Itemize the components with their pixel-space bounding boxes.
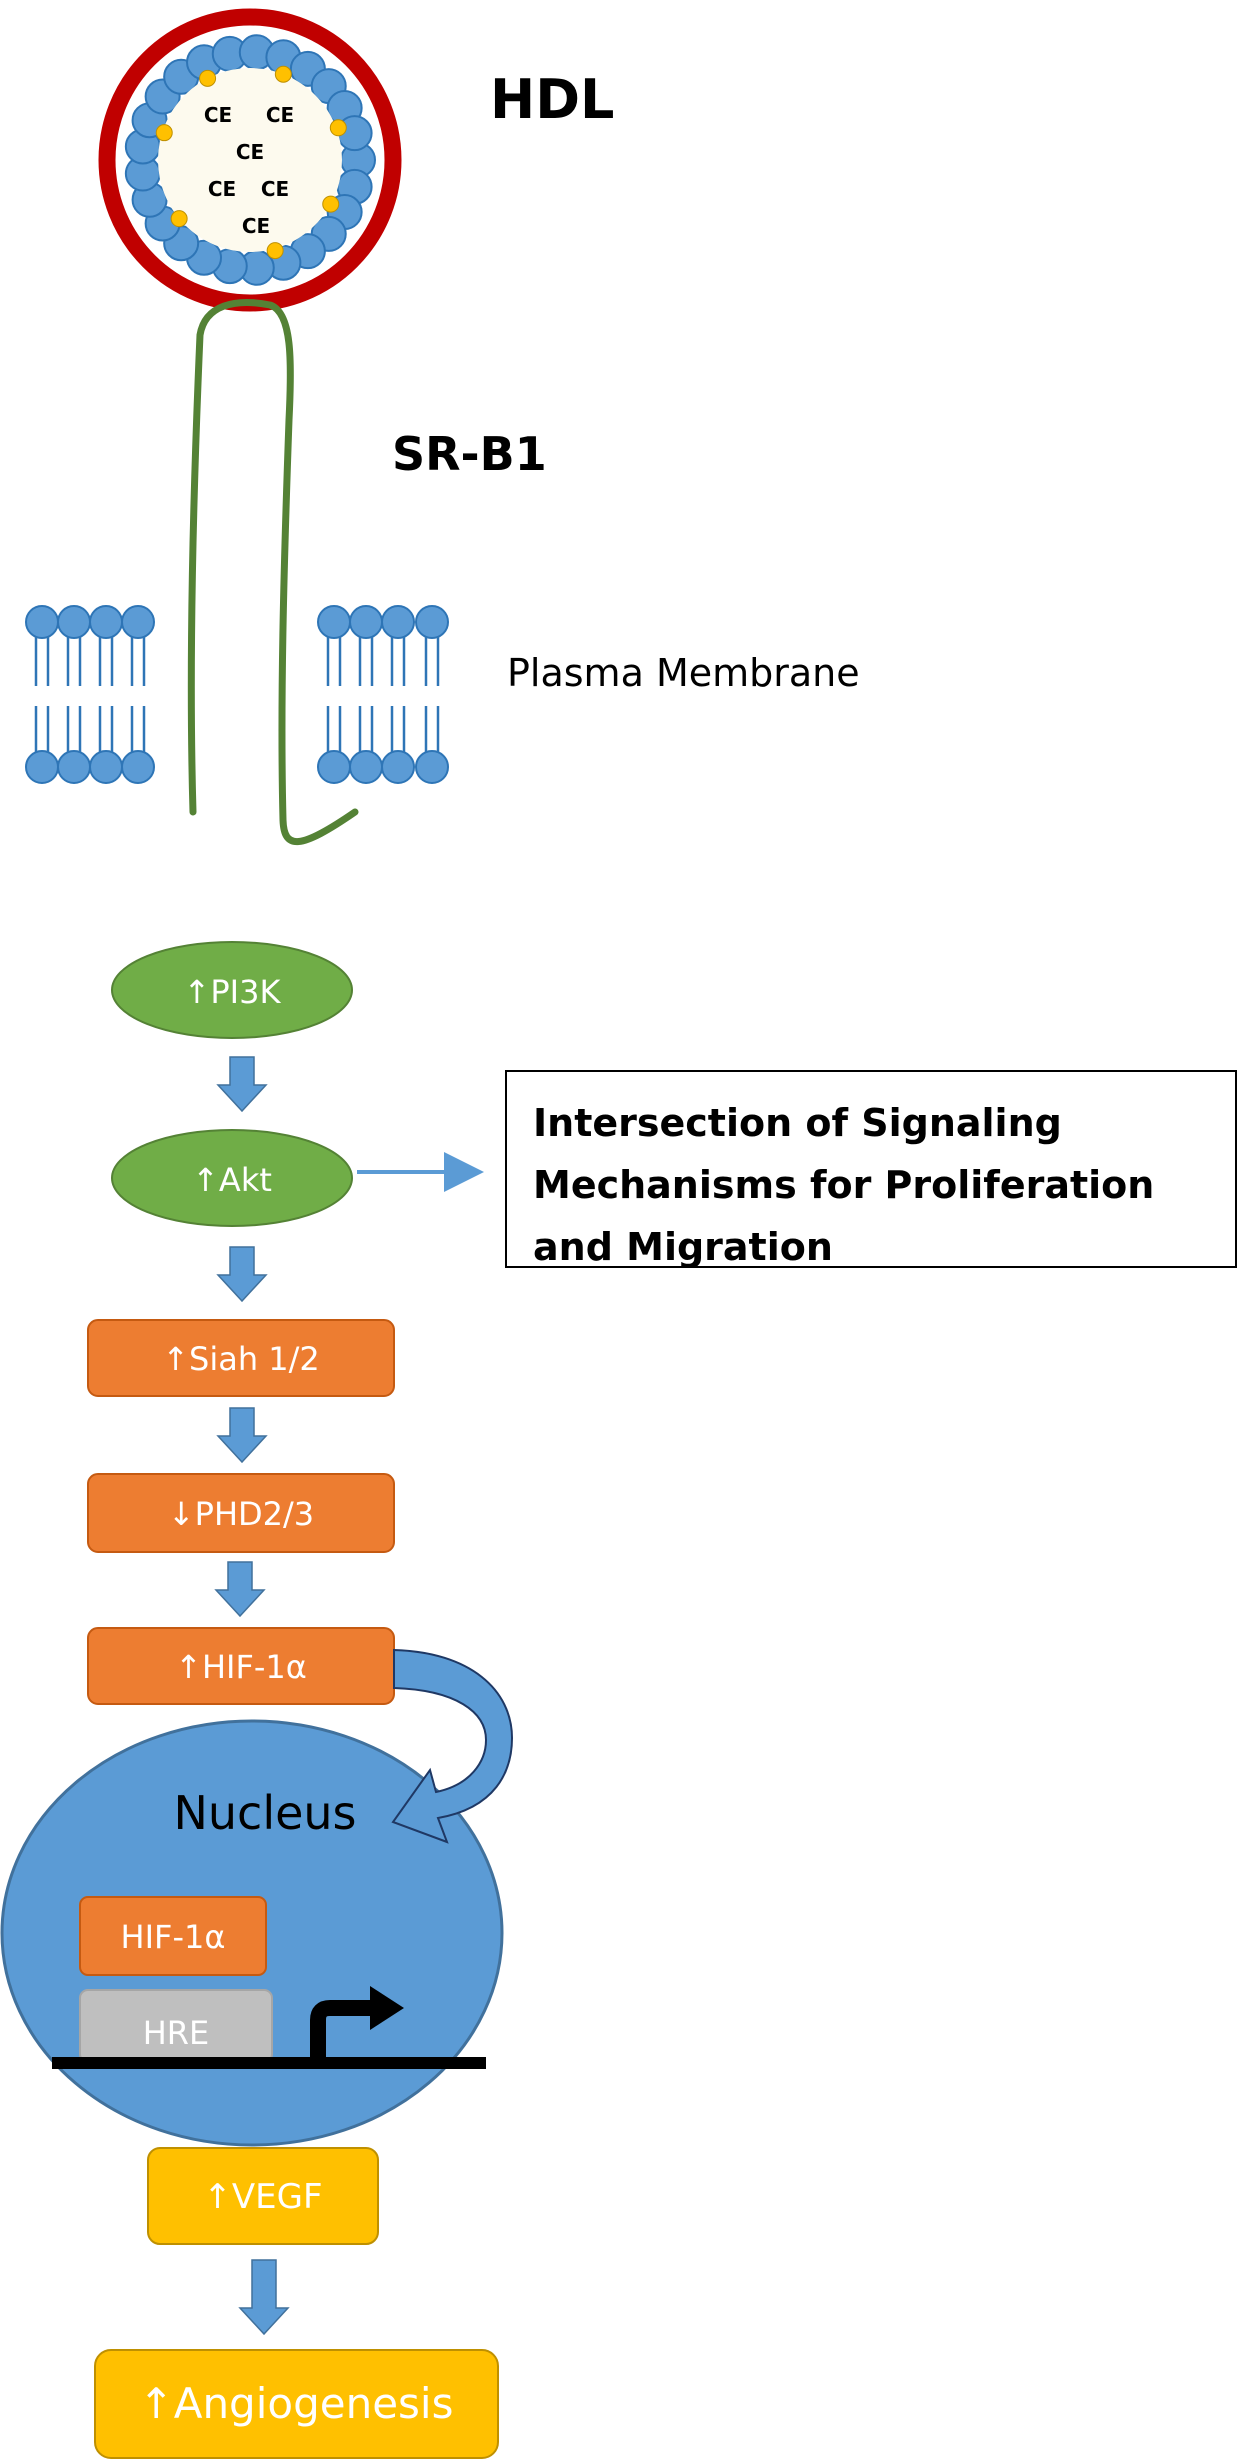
callout-text: Intersection of Signaling Mechanisms for… (533, 1101, 1155, 1268)
hdl-particle: CE CE CE CE CE CE (98, 8, 402, 312)
cholesterol-dot (155, 124, 173, 142)
cholesterol-dot (322, 195, 340, 213)
transcription-arrowhead (370, 1986, 404, 2030)
transcription-start-arrow (310, 2000, 372, 2062)
plasma-membrane-label: Plasma Membrane (507, 651, 860, 695)
down-arrow (214, 1561, 266, 1618)
phd-label: ↓PHD2/3 (168, 1495, 314, 1533)
hdl-title: HDL (490, 68, 614, 131)
lipid-head (349, 605, 383, 639)
ce-label: CE (204, 103, 232, 127)
lipid-head (317, 750, 351, 784)
hre-label: HRE (143, 2014, 210, 2052)
cholesterol-dots (155, 65, 347, 260)
cholesterol-dot (274, 65, 292, 83)
lipid-head (89, 605, 123, 639)
srb1-title: SR-B1 (392, 427, 547, 481)
cholesterol-dot (170, 210, 188, 228)
ce-label: CE (208, 177, 236, 201)
hif-nuclear-label: HIF-1α (121, 1918, 226, 1956)
pi3k-label: ↑PI3K (184, 973, 282, 1011)
cholesterol-dot (266, 242, 284, 260)
lipid-head (89, 750, 123, 784)
lipid-head (25, 605, 59, 639)
angiogenesis-label: ↑Angiogenesis (139, 2379, 454, 2428)
lipid-head (121, 750, 155, 784)
akt-node (111, 1129, 353, 1227)
siah-node (87, 1319, 395, 1397)
angiogenesis-node (94, 2349, 499, 2459)
down-arrow (216, 1246, 268, 1303)
ce-label: CE (266, 103, 294, 127)
down-arrow (216, 1407, 268, 1464)
lipid-bilayer-left (25, 605, 155, 784)
ce-label: CE (236, 140, 264, 164)
ce-label: CE (261, 177, 289, 201)
nucleus-label: Nucleus (173, 1786, 356, 1840)
ce-label: CE (242, 214, 270, 238)
hif-nuclear-node (79, 1896, 267, 1976)
lipid-head (317, 605, 351, 639)
lipid-head (57, 605, 91, 639)
lipid-head (381, 605, 415, 639)
akt-label: ↑Akt (192, 1161, 272, 1199)
down-arrow (238, 2259, 290, 2336)
lipid-head (381, 750, 415, 784)
cholesterol-dot (199, 69, 217, 87)
nuclear-import-arrow (391, 1648, 514, 1844)
vegf-label: ↑VEGF (203, 2177, 322, 2217)
lipid-head (57, 750, 91, 784)
phd-node (87, 1473, 395, 1553)
hif-cytoplasm-label: ↑HIF-1α (175, 1648, 307, 1686)
srb1-receptor (187, 299, 359, 846)
signaling-intersection-callout: Intersection of Signaling Mechanisms for… (505, 1070, 1237, 1268)
lipid-head (25, 750, 59, 784)
lipid-head (121, 605, 155, 639)
hdl-core (158, 68, 342, 252)
pi3k-node (111, 941, 353, 1039)
down-arrow (216, 1056, 268, 1113)
lipid-head (415, 605, 449, 639)
lipid-head (415, 750, 449, 784)
lipid-head (349, 750, 383, 784)
vegf-node (147, 2147, 379, 2245)
cholesterol-dot (329, 119, 347, 137)
lipid-bilayer-right (317, 605, 449, 784)
phospholipid-shell (124, 34, 376, 286)
siah-label: ↑Siah 1/2 (162, 1340, 320, 1378)
